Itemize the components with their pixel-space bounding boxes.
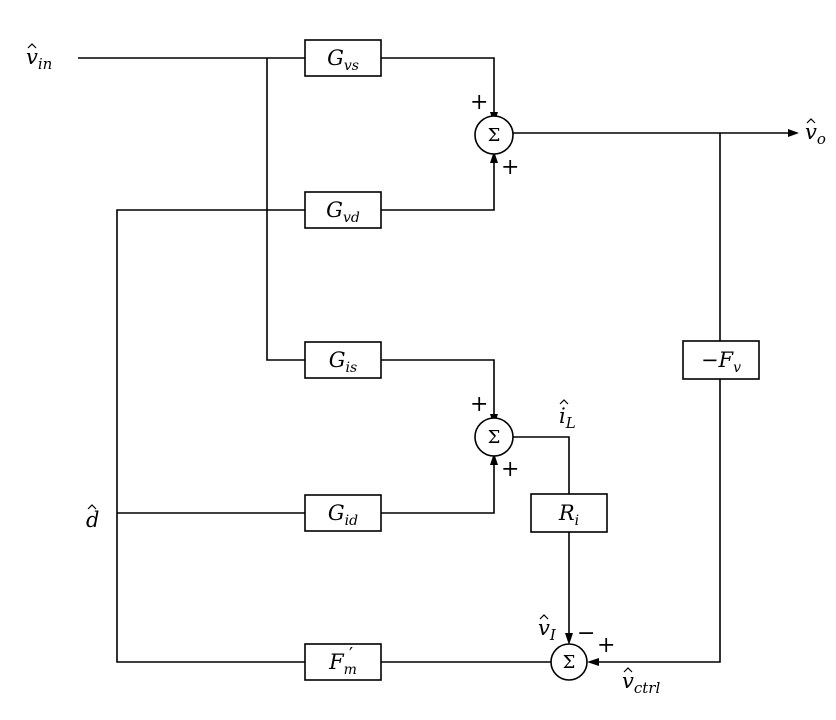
wire-gis-to-sum-mid: [381, 359, 495, 418]
signal-vin-label: vin: [26, 45, 52, 73]
signal-vctrl-hat: [623, 667, 633, 673]
signal-vin-hat: [27, 43, 37, 49]
block-gvd: Gvd: [304, 191, 382, 229]
signal-il: iL: [559, 399, 576, 432]
summer-middle-sign-b: +: [501, 457, 519, 482]
arrowhead-vo-output: [788, 129, 799, 137]
block-gid-frame: [304, 494, 382, 532]
block-gid: Gid: [304, 494, 382, 532]
wire-vin-branch-to-gis: [266, 58, 305, 361]
block-gis-label: Gis: [329, 348, 357, 376]
arrowheads: [490, 112, 799, 666]
signal-vo-label: vo: [805, 120, 826, 148]
signal-vi-hat: [539, 614, 549, 620]
block-ri-label: Ri: [558, 501, 579, 529]
summer-bottom-circle: [550, 643, 588, 681]
block-ri-frame: [530, 493, 608, 533]
block-fv-frame: [682, 340, 760, 380]
signal-vctrl: vctrl: [622, 667, 660, 697]
wire-d-spine: [116, 209, 305, 663]
summer-middle: Σ + +: [470, 392, 519, 482]
block-fm-frame: [304, 643, 382, 681]
wire-gvs-to-sum-top: [381, 57, 495, 116]
signal-vctrl-label: vctrl: [622, 669, 660, 697]
wire-fv-to-sum-bottom: [599, 379, 721, 663]
block-fm: Fm ′: [304, 643, 382, 681]
summer-top-sign-b: +: [501, 155, 519, 180]
summer-middle-sign-a: +: [470, 392, 488, 417]
block-gvd-label: Gvd: [326, 198, 360, 226]
block-gvs: Gvs: [304, 39, 382, 77]
signal-vin: vin: [26, 43, 52, 73]
wires: [78, 57, 790, 663]
signal-il-hat: [559, 399, 569, 405]
signal-d: d: [86, 504, 99, 532]
block-fm-label: Fm: [328, 650, 357, 678]
arrowhead-gid-into-sum-mid: [490, 453, 498, 465]
summer-bottom-sign-a: −: [577, 621, 595, 646]
summer-top-symbol: Σ: [488, 125, 501, 146]
wire-gvd-to-sum-top: [381, 155, 495, 211]
block-gis-frame: [304, 341, 382, 379]
block-gid-label: Gid: [328, 501, 358, 529]
block-ri: Ri: [530, 493, 608, 533]
signal-vi: vI: [538, 614, 557, 644]
signal-il-label: iL: [559, 404, 576, 432]
summer-bottom: Σ − +: [550, 621, 615, 681]
signal-d-label: d: [86, 508, 99, 532]
block-fm-prime: ′: [349, 644, 353, 665]
block-gvs-frame: [304, 39, 382, 77]
signal-vo: vo: [805, 118, 826, 148]
block-fv-label: −Fv: [701, 348, 741, 376]
summer-top-circle: [474, 115, 514, 155]
summer-middle-symbol: Σ: [488, 427, 501, 448]
arrowhead-ri-into-sum-bottom: [565, 633, 573, 645]
block-gvd-frame: [304, 191, 382, 229]
arrowhead-gvd-into-sum-top: [490, 151, 498, 163]
block-fv: −Fv: [682, 340, 760, 380]
signal-d-hat: [87, 504, 97, 510]
wire-gid-to-sum-mid: [381, 457, 495, 514]
summer-top: Σ + +: [470, 90, 519, 180]
signal-vo-hat: [806, 118, 816, 124]
summer-bottom-sign-b: +: [597, 633, 615, 658]
summer-top-sign-a: +: [470, 90, 488, 115]
block-gis: Gis: [304, 341, 382, 379]
arrowhead-fv-into-sum-bottom: [587, 658, 599, 666]
summer-bottom-symbol: Σ: [563, 652, 576, 673]
wire-sum-mid-to-ri: [513, 436, 570, 494]
signal-vi-label: vI: [538, 616, 557, 644]
summer-middle-circle: [474, 417, 514, 457]
block-gvs-label: Gvs: [327, 46, 359, 74]
